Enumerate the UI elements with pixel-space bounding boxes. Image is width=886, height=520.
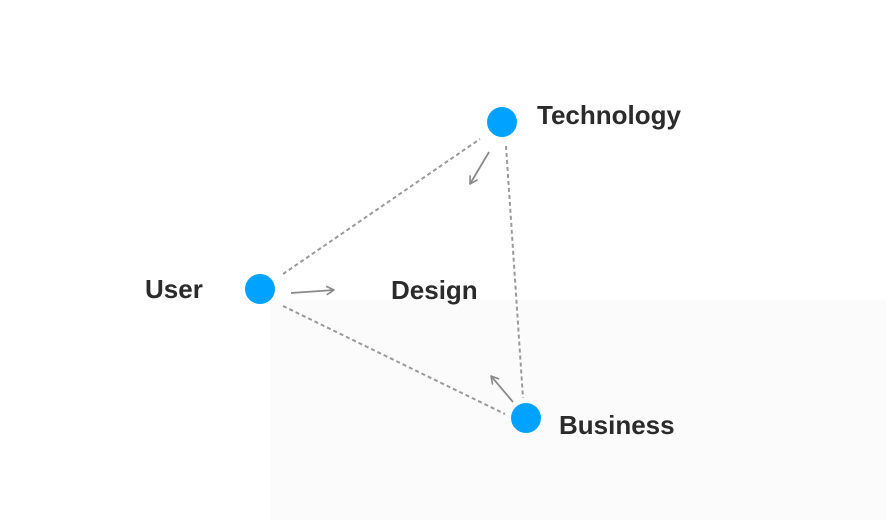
edge-user-business: [282, 305, 506, 415]
background-wash: [270, 300, 886, 520]
business-label: Business: [559, 410, 675, 440]
technology-node-icon: [487, 107, 517, 137]
edge-technology-business: [505, 145, 524, 399]
user-node-icon: [245, 274, 275, 304]
arrow-user-to-design: [290, 285, 335, 296]
edge-user-technology: [282, 138, 481, 275]
user-label: User: [145, 274, 203, 304]
technology-label: Technology: [537, 100, 681, 130]
arrow-technology-to-design: [469, 151, 490, 185]
arrow-business-to-design: [490, 375, 514, 403]
design-label: Design: [391, 275, 478, 305]
business-node-icon: [511, 403, 541, 433]
